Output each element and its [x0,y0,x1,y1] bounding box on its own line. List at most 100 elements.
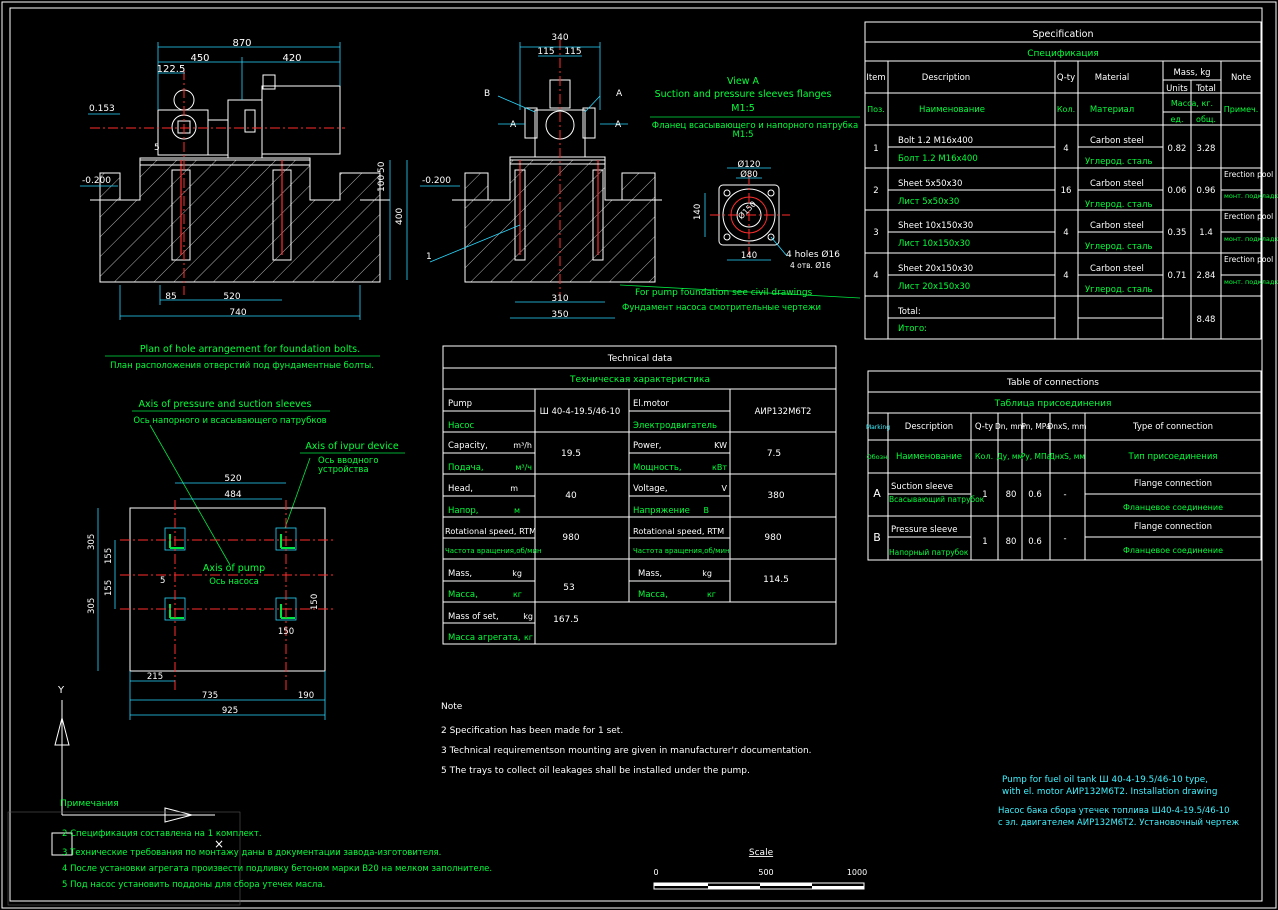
dim-100: 100 [377,175,387,192]
conn-cell-desc-ru: Всасывающий патрубок [889,495,985,504]
tech-rot-value: 980 [562,533,579,543]
tech-motor-label-ru: Электродвигатель [633,421,717,431]
tech-pow-value: 7.5 [767,449,781,459]
spec-h-desc: Description [922,73,970,83]
spec-cell-item: 3 [873,228,878,238]
spec-cell-desc-ru: Лист 5x50x30 [898,197,959,207]
plan-dim-155b: 155 [104,580,114,596]
holes-label: 4 holes Ø16 [786,249,840,260]
note-en-5: 5 The trays to collect oil leakages shal… [441,766,750,776]
tech-title: Technical data [607,354,672,364]
plan-dim-520: 520 [224,474,241,484]
dim-d120: Ø120 [738,159,761,170]
tech-mass2-unit-ru: кг [707,590,716,599]
axis-input-label-ru1: Ось вводного [318,456,379,466]
title-ru-line2: с эл. двигателем АИР132М6Т2. Установочны… [998,818,1240,828]
conn-cell-type-ru: Фланцевое соединение [1123,546,1223,555]
tech-head-unit: m [510,484,518,493]
conn-h-type-ru: Тип присоединения [1128,452,1218,462]
scale-bar: Scale 0 500 1000 [653,848,867,890]
spec-cell-total: 3.28 [1197,144,1216,154]
dim-400: 400 [395,208,405,225]
conn-h-dn-ru: Ду, мм [997,452,1023,461]
dim-50: 50 [377,161,387,173]
scale-title: Scale [749,848,774,858]
ucs-y-label: Y [57,685,65,696]
conn-cell-qty: 1 [982,490,987,500]
tech-head-label: Head, [448,484,473,494]
spec-cell-desc: Bolt 1.2 M16x400 [898,136,973,146]
tech-volt-unit: V [722,484,728,493]
conn-h-mark-ru: Обозн. [867,453,890,461]
tech-pow-unit-ru: кВт [712,463,727,472]
view-a-notes: View A Suction and pressure sleeves flan… [622,76,860,313]
spec-cell-note: Erection pool [1224,170,1273,179]
spec-cell-qty: 4 [1063,271,1068,281]
spec-h-total: Total [1195,84,1216,94]
foundation-note-ru: Фундамент насоса смотрительные чертежи [622,303,821,313]
conn-cell-dnxs: - [1063,490,1066,500]
tech-rot2-label-ru: Частота вращения,об/мин [633,547,730,555]
view-a-scale-ru: M1:5 [732,130,753,140]
tech-mass2-unit: kg [702,569,712,578]
conn-cell-dn: 80 [1006,537,1017,547]
tech-motor-label: El.motor [633,399,669,409]
spec-title: Specification [1033,29,1094,40]
conn-h-mark: Marking [866,424,890,431]
conn-cell-desc: Pressure sleeve [891,525,958,535]
conn-h-pn-ru: Ру, МПа [1021,452,1051,461]
tech-motor-value: АИР132М6Т2 [755,407,812,417]
spec-cell-mat: Carbon steel [1090,179,1144,189]
scale-tick-0: 0 [653,868,658,877]
tech-mass-label: Mass, [448,569,472,579]
spec-h-obsh: общ. [1196,115,1216,124]
title-block: Pump for fuel oil tank Ш 40-4-19.5/46-10… [998,775,1240,828]
label-a1: A [616,89,623,99]
tech-head-label-ru: Напор, [448,506,478,516]
ucs-icon: Y × [7,685,241,906]
view-a-scale: M1:5 [731,103,755,114]
dim-740: 740 [229,308,246,318]
plan-dim-155a: 155 [104,548,114,564]
conn-h-dnxs: DnxS, mm [1047,422,1086,431]
dim-350: 350 [551,310,568,320]
spec-cell-unit: 0.71 [1168,271,1187,281]
spec-cell-desc-ru: Лист 20x150x30 [898,282,970,292]
spec-total-label-ru: Итого: [898,324,927,334]
spec-cell-qty: 4 [1063,228,1068,238]
conn-cell-mark: A [873,487,881,500]
plan-dim-190: 190 [298,691,314,701]
dim-122: 122.5 [157,64,186,75]
spec-cell-note: Erection pool [1224,255,1273,264]
plan-title: Plan of hole arrangement for foundation … [140,344,360,355]
conn-h-qty-ru: Кол. [975,452,993,461]
tech-mass2-label: Mass, [638,569,662,579]
spec-h-mass: Mass, kg [1173,68,1210,78]
tech-rot-label: Rotational speed, RTM [445,526,536,536]
tech-rot2-value: 980 [764,533,781,543]
front-view: 870 450 420 122.5 0.153 -0.200 100 50 40… [80,38,408,320]
conn-cell-pn: 0.6 [1028,490,1042,500]
note-ru-5: 5 Под насос установить поддоны для сбора… [62,880,325,890]
spec-h-ed: ед. [1171,115,1184,124]
spec-cell-mat: Carbon steel [1090,136,1144,146]
spec-cell-note: Erection pool [1224,212,1273,221]
spec-title-ru: Спецификация [1027,49,1099,59]
plan-dim-484: 484 [224,490,241,500]
tech-pump-value: Ш 40-4-19.5/46-10 [540,407,621,417]
label-a3: A [615,120,622,130]
spec-cell-mat-ru: Углерод. сталь [1085,285,1152,295]
dim-140b: 140 [741,251,757,261]
spec-cell-mat: Carbon steel [1090,264,1144,274]
plan-foundation [129,507,326,672]
spec-h-qty: Q-ty [1057,73,1075,83]
tech-title-ru: Техническая характеристика [569,375,710,385]
tech-cap-unit-ru: м³/ч [515,463,532,472]
note-en-2: 2 Specification has been made for 1 set. [441,726,623,736]
spec-cell-mat-ru: Углерод. сталь [1085,200,1152,210]
notes-ru: Примечания 2 Спецификация составлена на … [60,799,492,890]
label-1: 1 [426,252,432,262]
spec-row-1: 1 Bolt 1.2 M16x400 Болт 1.2 M16x400 4 Ca… [873,136,1215,167]
connections-table: Table of connections Таблица присоединен… [866,370,1262,561]
dim-115b: 115 [564,47,581,57]
